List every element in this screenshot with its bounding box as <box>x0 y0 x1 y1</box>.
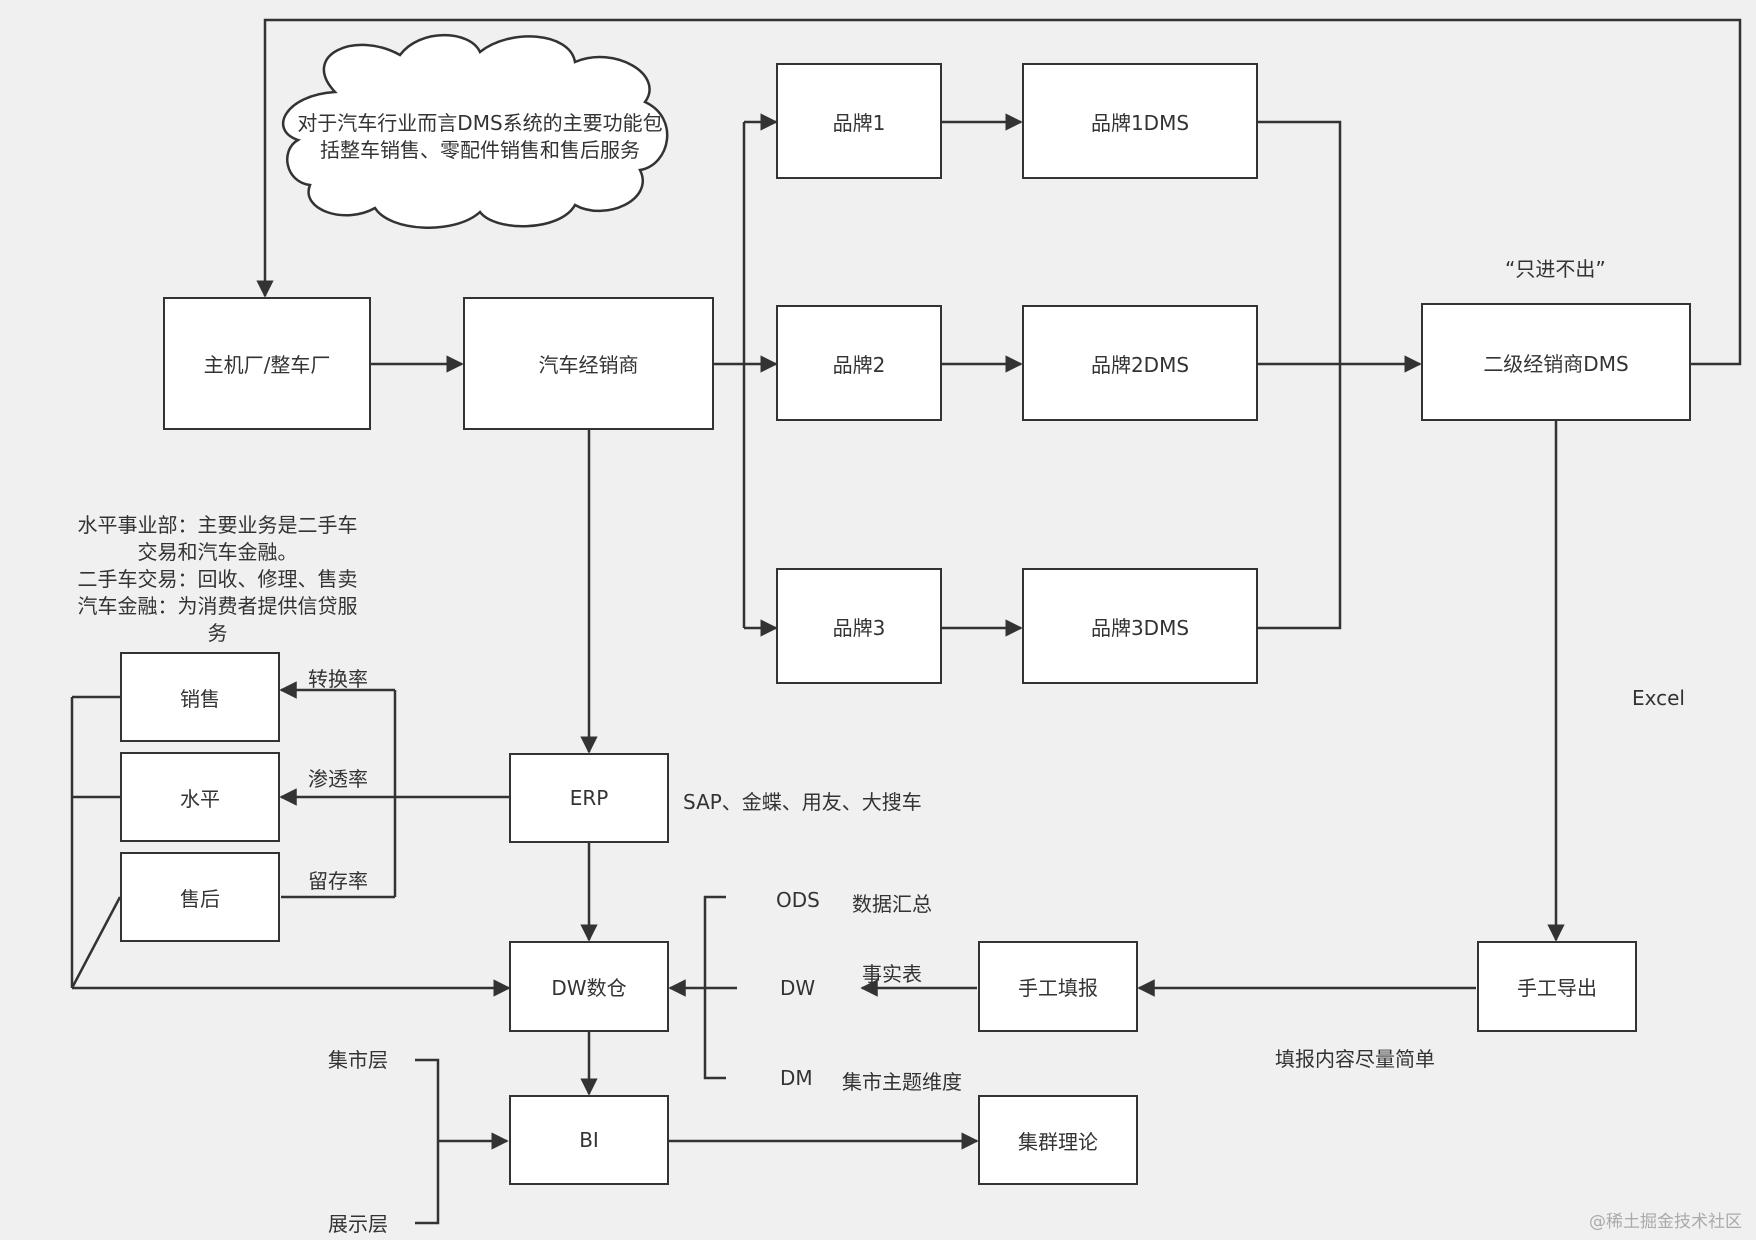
node-dw[interactable]: DW数仓 <box>509 941 669 1032</box>
node-erp[interactable]: ERP <box>509 753 669 843</box>
label-ods: ODS <box>776 888 820 912</box>
note-line: 务 <box>207 621 228 645</box>
loop-back-to-oem <box>256 18 1742 366</box>
note-line: 汽车金融：为消费者提供信贷服 <box>77 594 358 618</box>
node-sales[interactable]: 销售 <box>120 652 280 742</box>
node-brand3[interactable]: 品牌3 <box>776 568 942 684</box>
label-retention: 留存率 <box>308 869 368 893</box>
label-dm-desc: 集市主题维度 <box>842 1070 962 1094</box>
cloud-shape <box>281 33 669 229</box>
node-secondary-dms[interactable]: 二级经销商DMS <box>1421 303 1691 421</box>
node-brand1[interactable]: 品牌1 <box>776 63 942 179</box>
note-horizontal-dept: 水平事业部：主要业务是二手车 交易和汽车金融。 二手车交易：回收、修理、售卖 汽… <box>40 512 395 647</box>
label-excel: Excel <box>1632 686 1685 710</box>
label-dw-layer: DW <box>780 976 816 1000</box>
label-penetration: 渗透率 <box>308 767 368 791</box>
node-horizontal[interactable]: 水平 <box>120 752 280 842</box>
note-line: 水平事业部：主要业务是二手车 <box>77 513 358 537</box>
label-ods-desc: 数据汇总 <box>852 892 932 916</box>
watermark: @稀土掘金技术社区 <box>1589 1212 1742 1232</box>
bi-bracket <box>415 1058 440 1225</box>
merge-brand1dms <box>1257 120 1342 630</box>
aftersales-diagonal <box>70 896 122 989</box>
label-dm: DM <box>780 1066 813 1090</box>
node-brand2[interactable]: 品牌2 <box>776 305 942 421</box>
label-mart-layer: 集市层 <box>328 1048 388 1072</box>
node-brand3-dms[interactable]: 品牌3DMS <box>1022 568 1258 684</box>
note-line: 交易和汽车金融。 <box>137 540 298 564</box>
label-erp-vendors: SAP、金蝶、用友、大搜车 <box>683 790 922 814</box>
label-fill-simple: 填报内容尽量简单 <box>1275 1047 1435 1071</box>
label-dw-desc: 事实表 <box>862 962 922 986</box>
note-line: 二手车交易：回收、修理、售卖 <box>77 567 358 591</box>
label-conversion: 转换率 <box>308 667 368 691</box>
label-display-layer: 展示层 <box>328 1212 388 1236</box>
node-oem[interactable]: 主机厂/整车厂 <box>163 297 371 430</box>
node-aftersales[interactable]: 售后 <box>120 852 280 942</box>
cloud-description: 对于汽车行业而言DMS系统的主要功能包括整车销售、零配件销售和售后服务 <box>297 111 663 162</box>
node-manual-export[interactable]: 手工导出 <box>1477 941 1637 1032</box>
node-manual-fill[interactable]: 手工填报 <box>978 941 1138 1032</box>
node-cluster[interactable]: 集群理论 <box>978 1095 1138 1185</box>
label-in-only: “只进不出” <box>1505 257 1606 281</box>
node-brand1-dms[interactable]: 品牌1DMS <box>1022 63 1258 179</box>
node-dealer[interactable]: 汽车经销商 <box>463 297 714 430</box>
node-bi[interactable]: BI <box>509 1095 669 1185</box>
node-brand2-dms[interactable]: 品牌2DMS <box>1022 305 1258 421</box>
